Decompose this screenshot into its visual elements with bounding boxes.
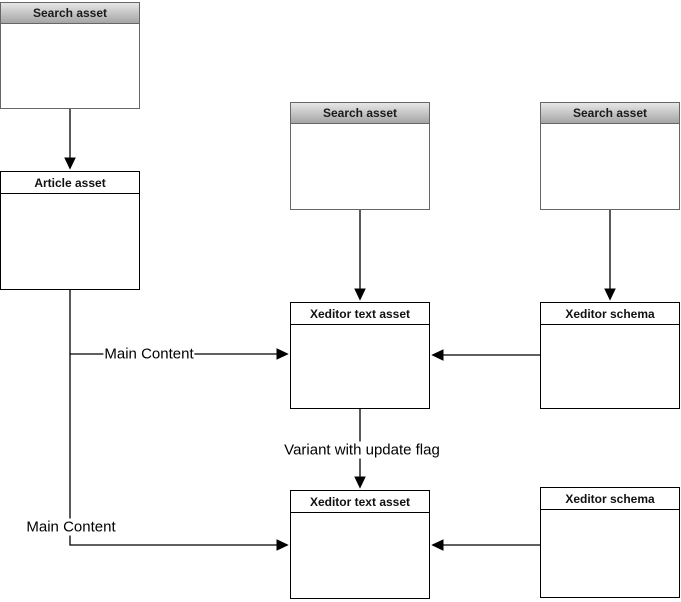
node-title: Xeditor schema [541, 488, 679, 510]
edge-label-main-content-bottom: Main Content [25, 518, 117, 536]
node-title: Search asset [541, 103, 679, 124]
node-title: Search asset [291, 103, 429, 124]
edge-label-main-content-top: Main Content [103, 345, 195, 363]
node-title: Search asset [1, 3, 139, 24]
edge-article-to-xta2 [69, 354, 287, 545]
node-title: Xeditor text asset [291, 303, 429, 325]
node-xeditor-schema-top[interactable]: Xeditor schema [540, 302, 680, 409]
node-search-asset-top-left[interactable]: Search asset [0, 2, 140, 109]
node-xeditor-schema-bottom[interactable]: Xeditor schema [540, 487, 680, 598]
node-article-asset[interactable]: Article asset [0, 171, 140, 290]
node-title: Xeditor schema [541, 303, 679, 325]
node-title: Article asset [1, 172, 139, 194]
node-search-asset-middle[interactable]: Search asset [290, 102, 430, 210]
edge-label-variant-with-update-flag: Variant with update flag [283, 441, 441, 459]
node-xeditor-text-asset-bottom[interactable]: Xeditor text asset [290, 490, 430, 599]
node-title: Xeditor text asset [291, 491, 429, 513]
node-xeditor-text-asset-top[interactable]: Xeditor text asset [290, 302, 430, 409]
node-search-asset-right[interactable]: Search asset [540, 102, 680, 210]
edge-article-to-xta1 [69, 290, 287, 354]
